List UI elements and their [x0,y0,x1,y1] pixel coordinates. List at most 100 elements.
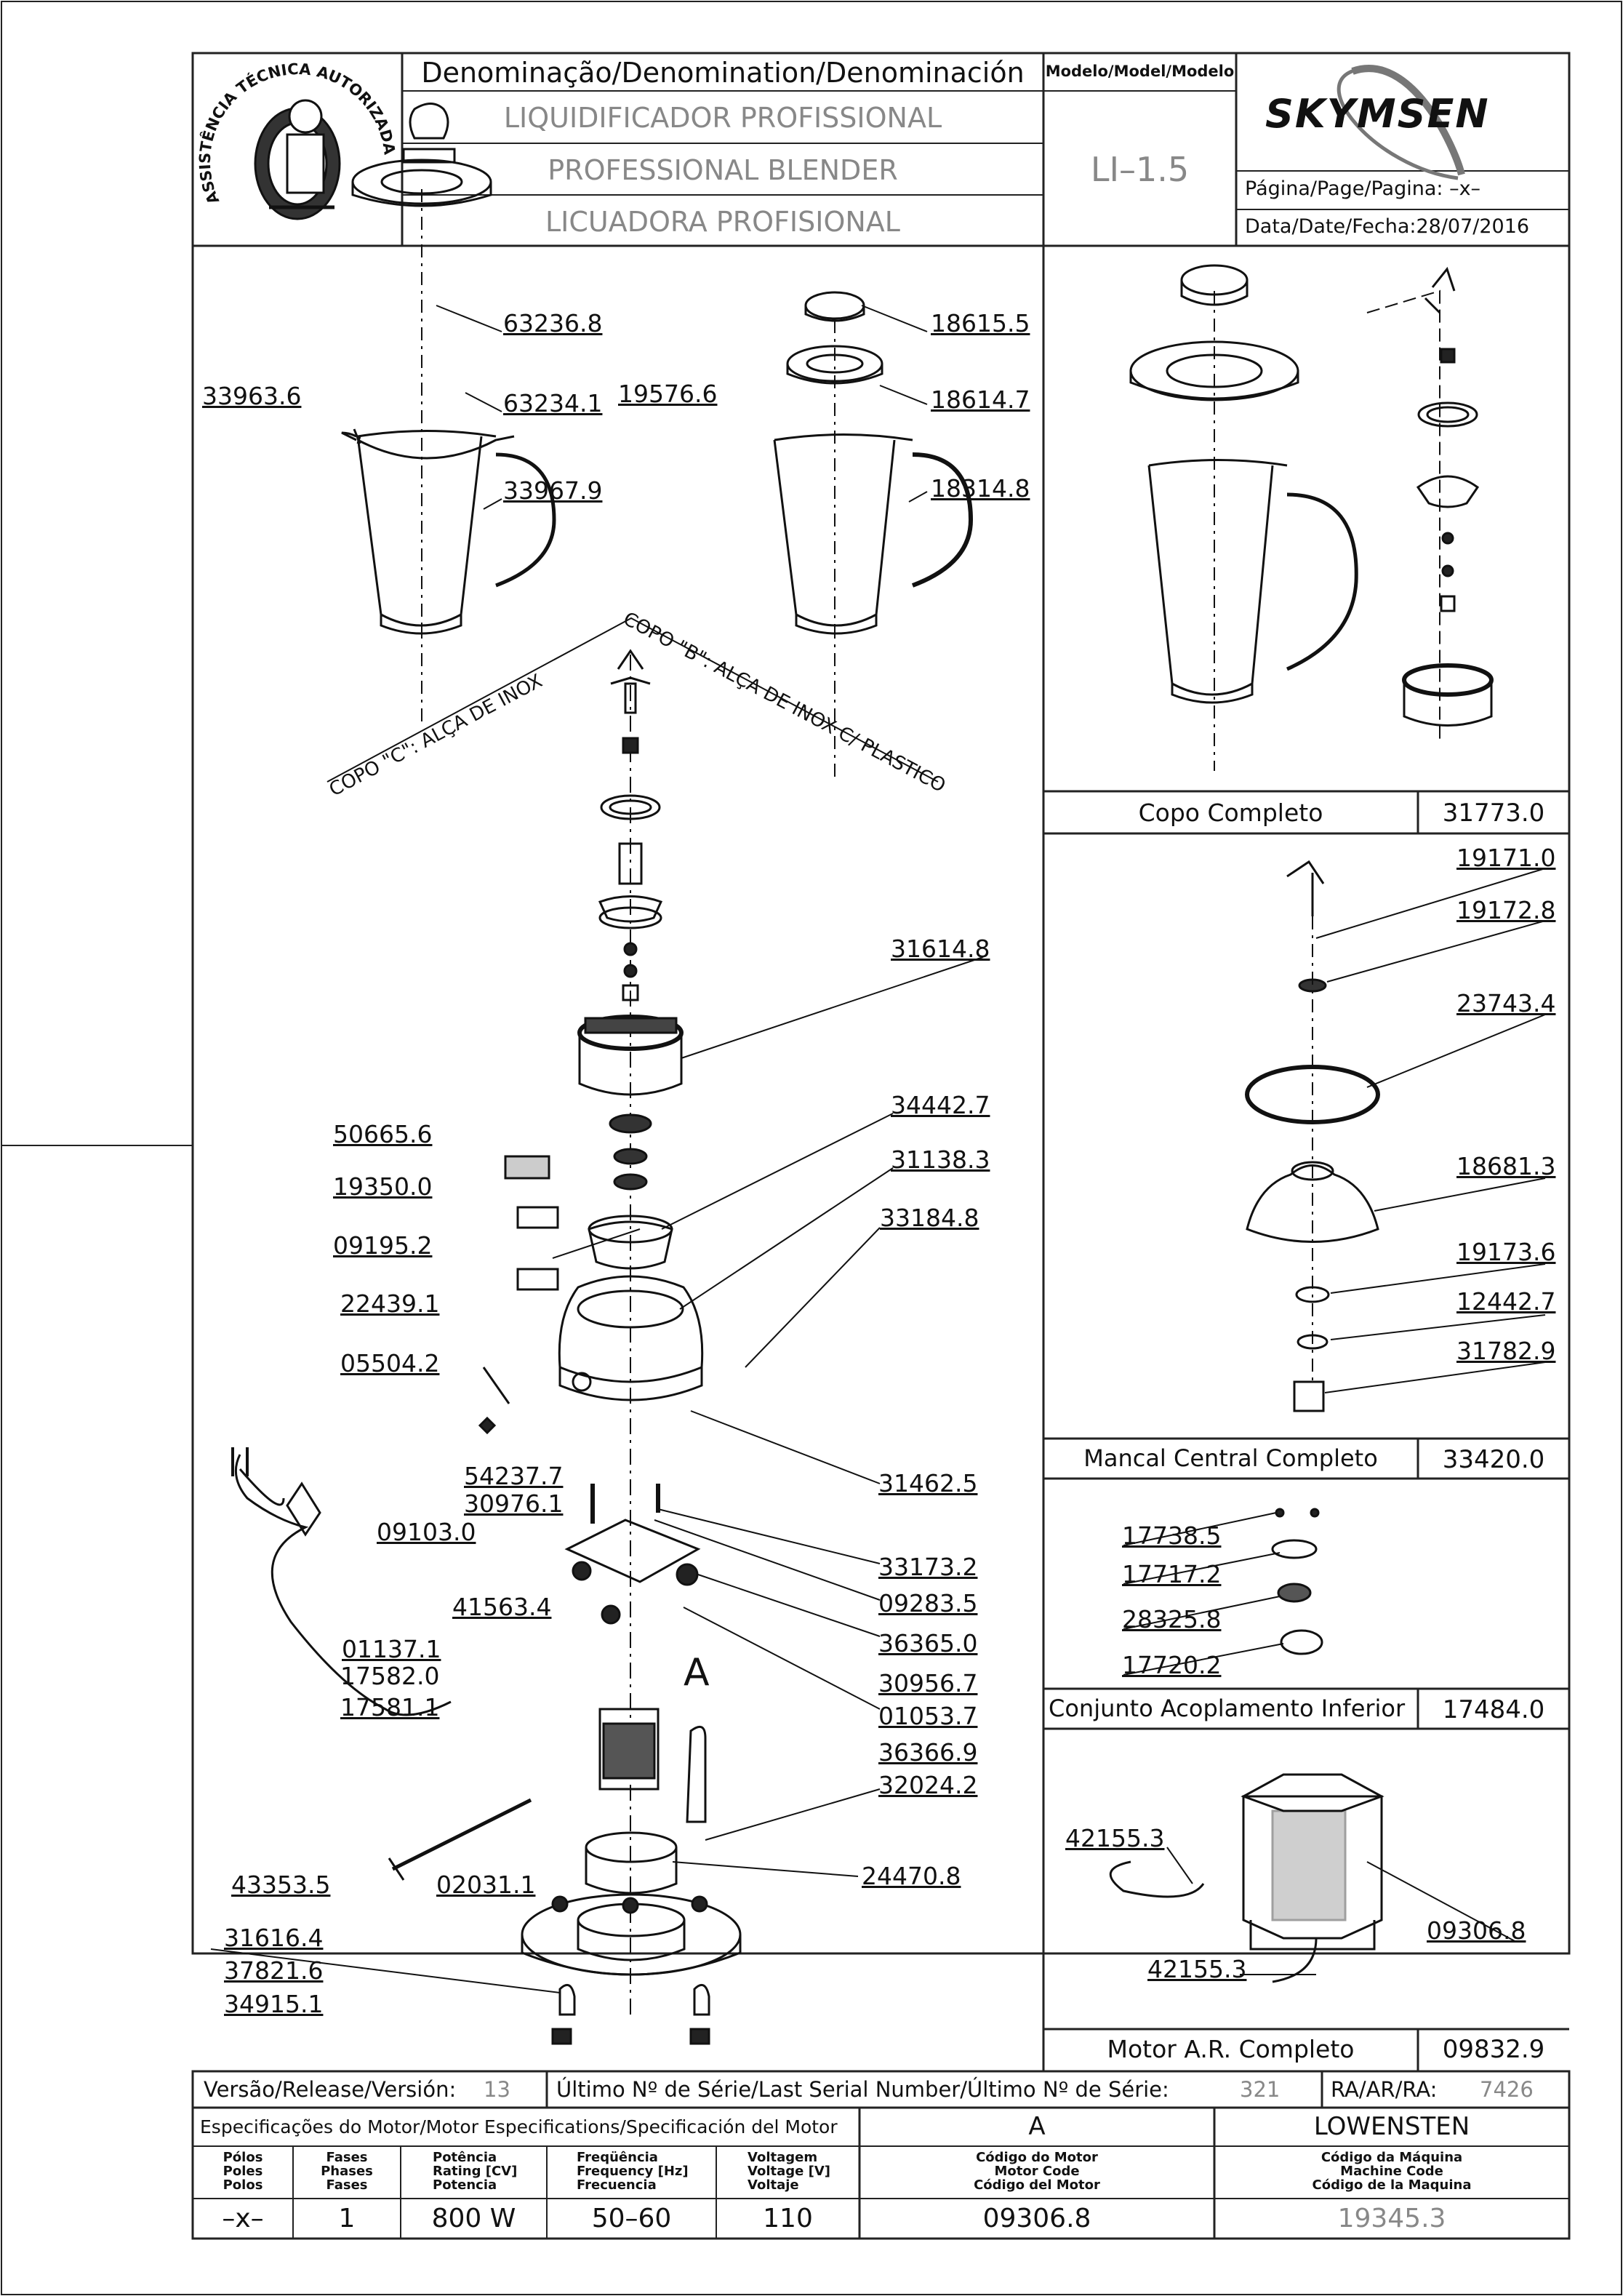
model-label: Modelo/Model/Modelo [1045,63,1235,80]
part-label: 37821.6 [224,1956,324,1985]
exploded-view-drawing [231,103,974,2045]
part-label: 09195.2 [333,1231,433,1260]
cup-b-drawing [773,291,974,635]
coupling-code: 17484.0 [1442,1695,1545,1724]
part-label: 63236.8 [503,309,603,337]
part-label: 12442.7 [1456,1287,1556,1316]
coupling-drawing [1271,1508,1323,1655]
col-motor-code: Código do Motor Motor Code Código del Mo… [974,2150,1100,2193]
val-phases: 1 [338,2204,356,2233]
col-voltage: Voltagem Voltage [V] Voltaje [748,2150,830,2193]
cup-complete-drawing [1129,264,1494,771]
motor-title: Motor A.R. Completo [1107,2035,1355,2063]
motor-drawing [1109,1773,1384,1983]
part-label: 05504.2 [340,1349,440,1377]
part-label: 17720.2 [1122,1651,1222,1679]
val-machine-code: 19345.3 [1337,2204,1446,2233]
cup-complete-code: 31773.0 [1442,799,1545,828]
name-es: LICUADORA PROFISIONAL [545,206,900,238]
part-label: 63234.1 [503,389,603,417]
motor-spec-label: Especificações do Motor/Motor Especifica… [200,2116,838,2137]
part-label: 28325.8 [1122,1605,1222,1633]
part-label: 34915.1 [224,1990,324,2018]
page-field: Página/Page/Pagina: –x– [1245,177,1481,200]
version-value: 13 [484,2077,510,2102]
col-frequency: Freqüência Frequency [Hz] Frecuencia [577,2150,689,2193]
motor-code: 09832.9 [1442,2035,1545,2064]
part-label: 19172.8 [1456,896,1556,924]
val-power: 800 W [431,2204,516,2233]
version-label: Versão/Release/Versión: [204,2077,457,2102]
brand-logo: SKYMSEN [1265,91,1490,137]
part-label: 50665.6 [333,1120,433,1148]
cup-c-drawing [341,103,556,635]
part-label: 18614.7 [931,385,1030,414]
part-label: 17738.5 [1122,1521,1222,1550]
part-label: 33173.2 [878,1553,978,1581]
part-label: 33963.6 [202,382,302,410]
part-label: 31782.9 [1456,1337,1556,1365]
brand-swirl [1337,65,1465,180]
part-label: 02031.1 [436,1871,536,1899]
part-label: 01137.1 [342,1635,441,1663]
val-motor-code: 09306.8 [982,2204,1091,2233]
part-label: 43353.5 [231,1871,331,1899]
part-label: 31614.8 [891,935,990,963]
motor-brand: LOWENSTEN [1313,2112,1470,2141]
cup-complete-title: Copo Completo [1138,799,1323,827]
part-label: 32024.2 [878,1771,978,1799]
date-field: Data/Date/Fecha:28/07/2016 [1245,215,1530,238]
ra-label: RA/AR/RA: [1331,2077,1438,2102]
part-label: 36365.0 [878,1629,978,1657]
col-poles: Pólos Poles Polos [223,2150,263,2193]
part-label: 17717.2 [1122,1560,1222,1588]
val-frequency: 50–60 [591,2204,672,2233]
part-label: 19350.0 [333,1172,433,1201]
col-power: Potência Rating [CV] Potencia [433,2150,518,2193]
part-label: 34442.7 [891,1091,990,1119]
seal-logo [254,99,341,220]
part-label: 09306.8 [1427,1916,1526,1945]
svg-text:ASSISTÊNCIA TÉCNICA AUTORIZADA: ASSISTÊNCIA TÉCNICA AUTORIZADA [196,60,398,207]
val-poles: –x– [222,2204,264,2233]
motor-spec-letter: A [1028,2112,1046,2141]
part-label: 31138.3 [891,1145,990,1174]
part-label: 19576.6 [618,380,718,408]
bearing-code: 33420.0 [1442,1445,1545,1474]
part-label: 31462.5 [878,1469,978,1497]
part-label: 36366.9 [878,1738,978,1767]
part-label: 31616.4 [224,1924,324,1952]
part-label: 09283.5 [878,1589,978,1617]
bearing-drawing [1245,860,1380,1412]
part-label: 24470.8 [862,1862,961,1890]
leader-lines [210,305,984,1993]
serial-label: Último Nº de Série/Last Serial Number/Úl… [556,2077,1169,2102]
part-label: 22439.1 [340,1289,440,1318]
serial-value: 321 [1240,2077,1281,2102]
part-label: 17582.0 [340,1662,440,1690]
col-phases: Fases Phases Fases [321,2150,373,2193]
part-label: 23743.4 [1456,989,1556,1017]
part-label: 33967.9 [503,476,603,505]
model-value: LI–1.5 [1090,150,1190,189]
panel-leader-lines [1123,868,1546,1975]
name-pt: LIQUIDIFICADOR PROFISSIONAL [503,102,942,134]
denomination-label: Denominação/Denomination/Denominación [421,57,1025,89]
part-label: 41563.4 [452,1593,552,1621]
part-label: 42155.3 [1065,1824,1165,1852]
part-label: 01053.7 [878,1702,978,1730]
part-label: 18681.3 [1456,1152,1556,1180]
bearing-title: Mancal Central Completo [1083,1444,1378,1472]
part-label: 19173.6 [1456,1238,1556,1266]
part-label: 42155.3 [1147,1955,1247,1983]
seal-badge: ASSISTÊNCIA TÉCNICA AUTORIZADA [193,55,402,245]
part-label: 18314.8 [931,474,1030,503]
part-label: 30956.7 [878,1669,978,1697]
ra-value: 7426 [1480,2077,1534,2102]
part-label: 19171.0 [1456,844,1556,872]
part-label: 17581.1 [340,1693,440,1721]
part-label: 18615.5 [931,309,1030,337]
detail-marker: A [684,1651,710,1695]
